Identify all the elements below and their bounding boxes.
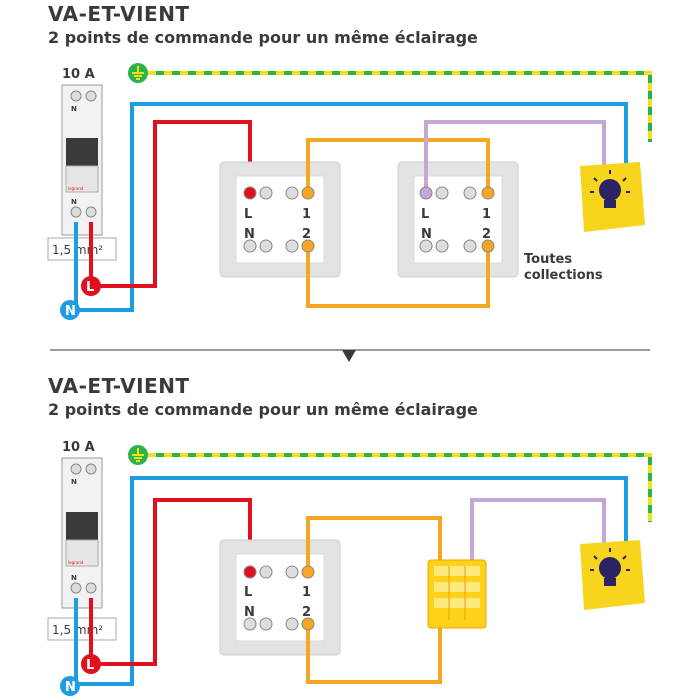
breaker-brand: legrand: [68, 560, 84, 565]
phase-marker: [81, 654, 101, 674]
ground-icon: [128, 63, 148, 83]
terminal-label-1: 1: [302, 207, 311, 222]
earth-wire: [148, 453, 652, 522]
wire-size-box: [47, 617, 117, 641]
switch-1: [219, 161, 341, 278]
breaker-brand: legrand: [68, 186, 84, 191]
breaker-terminal-label: N: [71, 574, 77, 582]
neutral-marker: [60, 676, 80, 696]
lamp-icon: [580, 162, 645, 232]
wire-size-box: [47, 237, 117, 261]
breaker-terminal-label: N: [71, 198, 77, 206]
breaker-icon: [61, 457, 103, 609]
panel-1-subtitle: 2 points de commande pour un même éclair…: [48, 28, 478, 47]
note-line-1: Toutes: [524, 252, 572, 267]
terminal-label-N: N: [244, 227, 255, 242]
breaker-rating: 10 A: [62, 67, 95, 82]
traveler-wire-1: [306, 516, 442, 570]
terminal-label-2: 2: [302, 605, 311, 620]
traveler-wire-1: [306, 138, 490, 190]
neutral-marker-label: N: [65, 304, 76, 319]
traveler-wire-2: [306, 246, 490, 308]
phase-wire: [95, 498, 252, 666]
panel-2: 10 A N N legrand 1,5 mm²: [47, 440, 652, 696]
neutral-wire: [78, 476, 628, 686]
neutral-wire: [78, 102, 628, 312]
phase-marker-label: L: [86, 658, 94, 673]
panel-1: 10 A N N legrand 1,5 mm²: [47, 63, 652, 320]
neutral-marker: [60, 300, 80, 320]
phase-marker-label: L: [86, 280, 94, 295]
panel-2-title: VA-ET-VIENT: [48, 374, 190, 398]
traveler-wire-2: [306, 622, 442, 684]
phase-wire: [95, 120, 252, 288]
terminal-label-L: L: [421, 207, 429, 222]
terminal-label-N: N: [421, 227, 432, 242]
ground-icon: [128, 445, 148, 465]
phase-marker: [81, 276, 101, 296]
breaker-rating: 10 A: [62, 440, 95, 455]
switch-2: [397, 161, 519, 278]
down-arrow-icon: [342, 350, 356, 362]
switch-1: [219, 539, 341, 656]
terminal-label-2: 2: [482, 227, 491, 242]
return-wire: [424, 120, 606, 190]
terminal-label-1: 1: [302, 585, 311, 600]
terminal-label-1: 1: [482, 207, 491, 222]
earth-wire: [148, 71, 652, 142]
lamp-icon: [580, 540, 645, 610]
breaker-icon: [61, 84, 103, 236]
terminal-label-L: L: [244, 585, 252, 600]
breaker-terminal-label: N: [71, 105, 77, 113]
panel-1-title: VA-ET-VIENT: [48, 2, 190, 26]
neutral-marker-label: N: [65, 680, 76, 695]
return-wire: [470, 498, 606, 565]
terminal-label-N: N: [244, 605, 255, 620]
breaker-terminal-label: N: [71, 478, 77, 486]
wago-connector-icon: [427, 559, 487, 629]
panel-2-subtitle: 2 points de commande pour un même éclair…: [48, 400, 478, 419]
terminal-label-2: 2: [302, 227, 311, 242]
note-line-2: collections: [524, 268, 603, 283]
terminal-label-L: L: [244, 207, 252, 222]
